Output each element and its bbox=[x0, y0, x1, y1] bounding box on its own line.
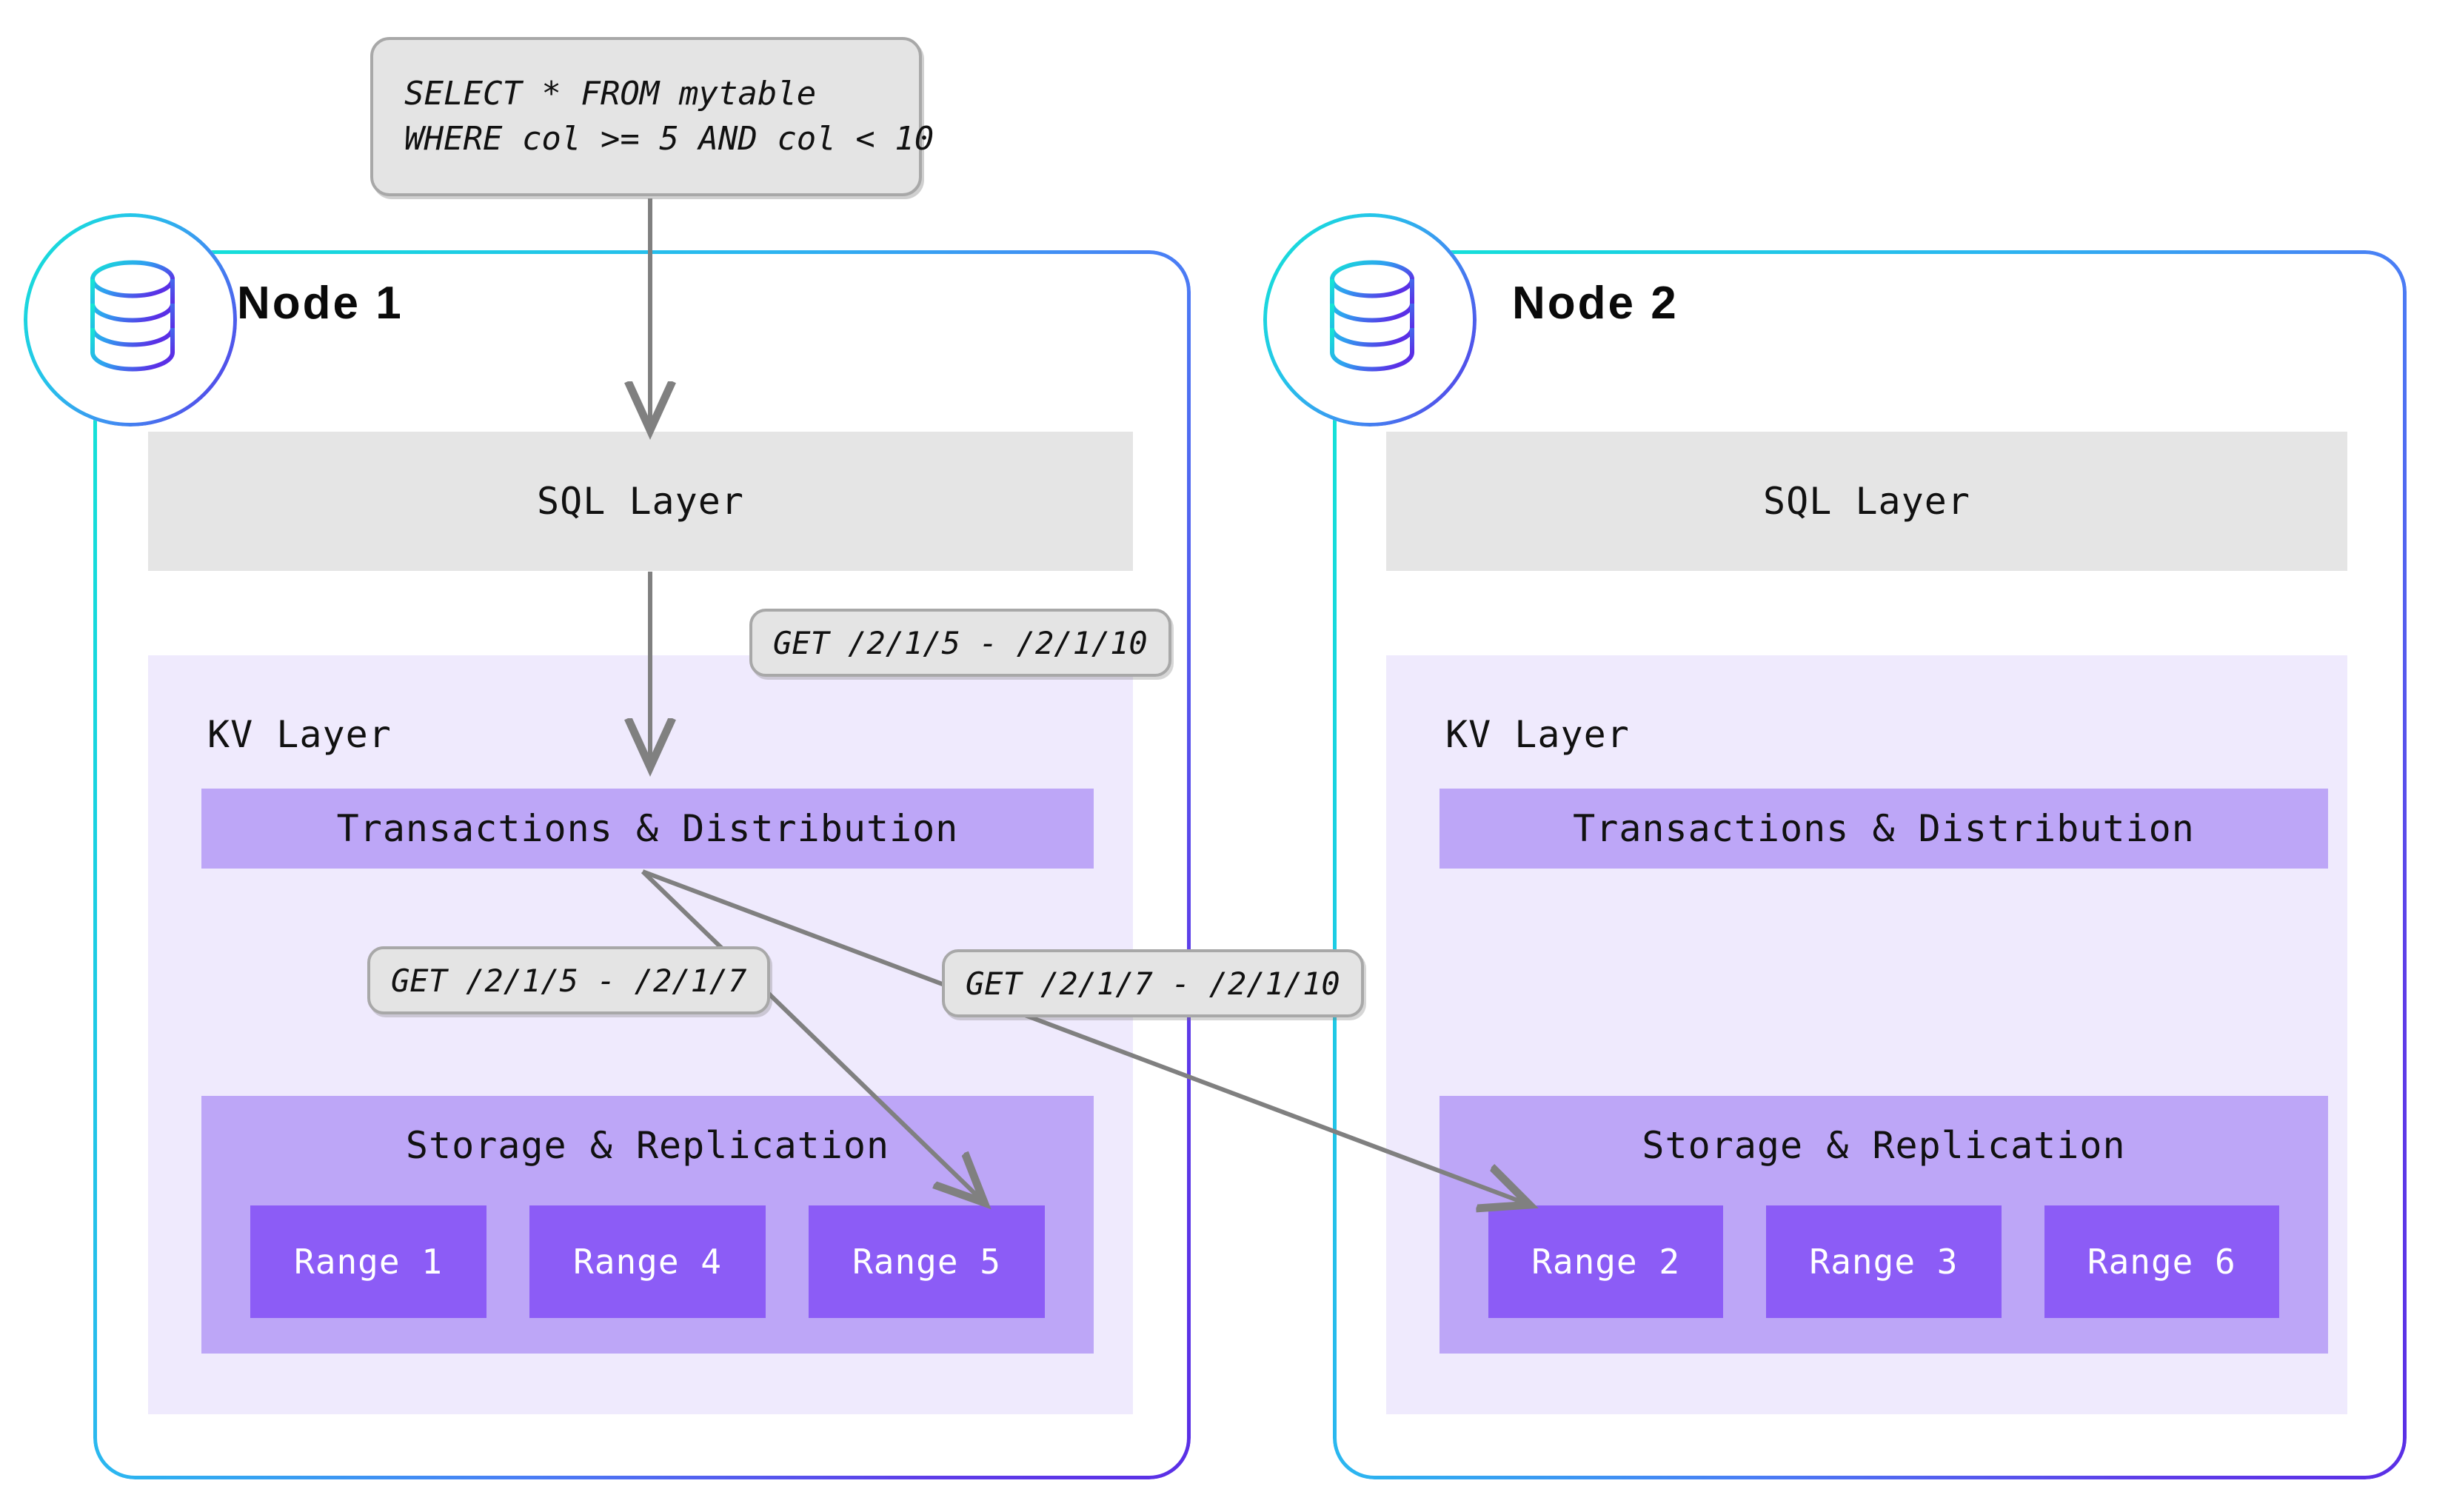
range-box[interactable]: Range 5 bbox=[809, 1205, 1045, 1318]
node-1-transactions-distribution: Transactions & Distribution bbox=[201, 789, 1094, 869]
node-2-kv-layer: KV Layer Transactions & Distribution Sto… bbox=[1386, 655, 2347, 1414]
node-1-transactions-label: Transactions & Distribution bbox=[336, 807, 959, 850]
get-callout-sql-to-kv: GET /2/1/5 - /2/1/10 bbox=[749, 609, 1171, 677]
range-label: Range 6 bbox=[2087, 1242, 2236, 1282]
node-2-sql-layer-label: SQL Layer bbox=[1763, 480, 1970, 523]
get-callout-text: GET /2/1/7 - /2/1/10 bbox=[966, 965, 1340, 1002]
node-1-storage-label: Storage & Replication bbox=[405, 1124, 890, 1167]
node-1-storage-replication: Storage & Replication Range 1 Range 4 Ra… bbox=[201, 1096, 1094, 1354]
node-2-sql-layer: SQL Layer bbox=[1386, 432, 2347, 571]
node-2-transactions-label: Transactions & Distribution bbox=[1573, 807, 2195, 850]
range-box[interactable]: Range 4 bbox=[529, 1205, 766, 1318]
range-label: Range 4 bbox=[573, 1242, 722, 1282]
node-2-range-row: Range 2 Range 3 Range 6 bbox=[1488, 1205, 2279, 1318]
database-icon bbox=[1330, 260, 1414, 372]
get-callout-text: GET /2/1/5 - /2/1/7 bbox=[391, 962, 747, 999]
node-2-kv-layer-label: KV Layer bbox=[1445, 713, 1630, 756]
node-1-container: SQL Layer KV Layer Transactions & Distri… bbox=[93, 250, 1191, 1479]
node-2-transactions-distribution: Transactions & Distribution bbox=[1439, 789, 2328, 869]
range-label: Range 1 bbox=[294, 1242, 443, 1282]
node-1-sql-layer: SQL Layer bbox=[148, 432, 1133, 571]
node-2-container: SQL Layer KV Layer Transactions & Distri… bbox=[1333, 250, 2407, 1479]
node-1-range-row: Range 1 Range 4 Range 5 bbox=[250, 1205, 1045, 1318]
range-box[interactable]: Range 3 bbox=[1766, 1205, 2002, 1318]
sql-query-callout: SELECT * FROM mytable WHERE col >= 5 AND… bbox=[370, 37, 934, 196]
node-2-storage-replication: Storage & Replication Range 2 Range 3 Ra… bbox=[1439, 1096, 2328, 1354]
sql-query-line-1: SELECT * FROM mytable bbox=[404, 74, 817, 113]
get-callout-remote-range: GET /2/1/7 - /2/1/10 bbox=[942, 949, 1364, 1017]
node-2-title: Node 2 bbox=[1512, 278, 1679, 329]
sql-query-line-2: WHERE col >= 5 AND col < 10 bbox=[404, 119, 934, 158]
range-label: Range 3 bbox=[1809, 1242, 1959, 1282]
range-box[interactable]: Range 2 bbox=[1488, 1205, 1724, 1318]
node-1-title: Node 1 bbox=[237, 278, 404, 329]
get-callout-local-range: GET /2/1/5 - /2/1/7 bbox=[367, 946, 771, 1014]
range-box[interactable]: Range 1 bbox=[250, 1205, 486, 1318]
node-1-kv-layer-label: KV Layer bbox=[207, 713, 392, 756]
range-box[interactable]: Range 6 bbox=[2044, 1205, 2279, 1318]
database-icon bbox=[90, 260, 175, 372]
node-1-kv-layer: KV Layer Transactions & Distribution Sto… bbox=[148, 655, 1133, 1414]
range-label: Range 5 bbox=[852, 1242, 1001, 1282]
node-1-sql-layer-label: SQL Layer bbox=[537, 480, 744, 523]
get-callout-text: GET /2/1/5 - /2/1/10 bbox=[773, 624, 1148, 661]
node-2-storage-label: Storage & Replication bbox=[1642, 1124, 2126, 1167]
range-label: Range 2 bbox=[1531, 1242, 1681, 1282]
